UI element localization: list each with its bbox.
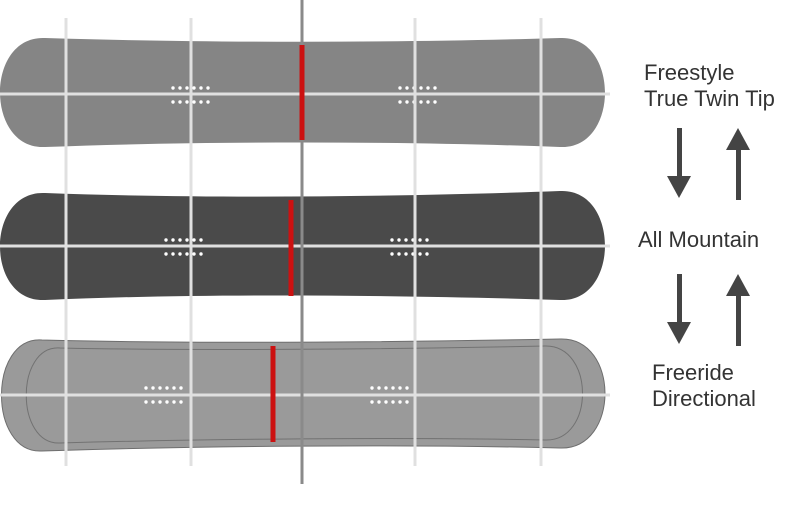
freestyle-label: Freestyle True Twin Tip <box>644 60 775 112</box>
all-mountain-label: All Mountain <box>638 227 760 252</box>
stance-markers <box>270 45 305 442</box>
binding-inserts-left <box>171 86 210 104</box>
binding-inserts-left <box>144 386 183 404</box>
reference-lines <box>64 18 543 466</box>
binding-inserts-left <box>164 238 203 256</box>
freeride-core-outline <box>25 345 583 444</box>
freestyle-label-line2: True Twin Tip <box>644 86 775 111</box>
up-arrow-icon <box>726 274 750 346</box>
snowboard-diagram <box>0 0 610 484</box>
down-arrow-icon <box>667 274 691 344</box>
freeride-label: Freeride Directional <box>652 360 756 412</box>
freestyle-label-line1: Freestyle <box>644 60 735 85</box>
up-arrow-icon <box>726 128 750 200</box>
binding-inserts-right <box>370 386 409 404</box>
board-centerlines <box>0 92 610 397</box>
down-arrow-icon <box>667 128 691 198</box>
binding-inserts-right <box>398 86 437 104</box>
freeride-label-line1: Freeride <box>652 360 734 385</box>
freeride-label-line2: Directional <box>652 386 756 411</box>
